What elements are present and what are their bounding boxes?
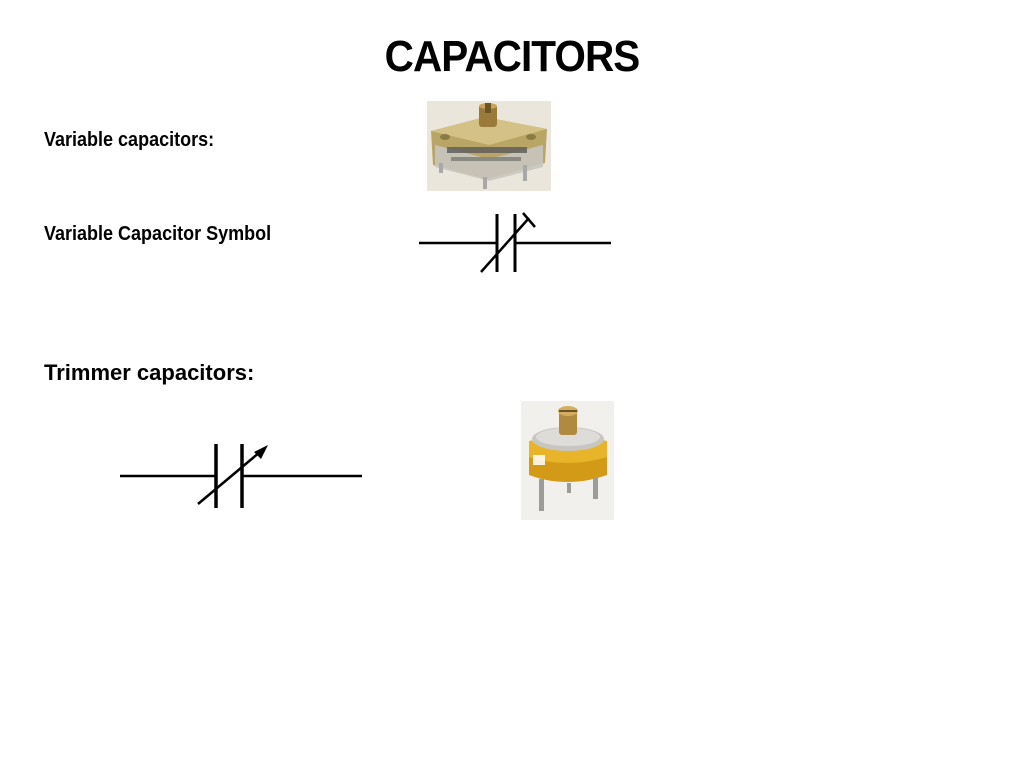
trimmer-capacitors-label: Trimmer capacitors: bbox=[44, 360, 255, 385]
variable-capacitor-photo bbox=[427, 101, 551, 191]
variable-capacitor-symbol bbox=[419, 212, 611, 273]
variable-capacitor-symbol-label: Variable Capacitor Symbol bbox=[44, 223, 272, 245]
slide-title: CAPACITORS bbox=[384, 32, 641, 81]
trimmer-capacitor-photo bbox=[521, 401, 614, 520]
trimmer-capacitor-symbol bbox=[120, 444, 362, 508]
variable-capacitors-label: Variable capacitors: bbox=[44, 129, 215, 151]
